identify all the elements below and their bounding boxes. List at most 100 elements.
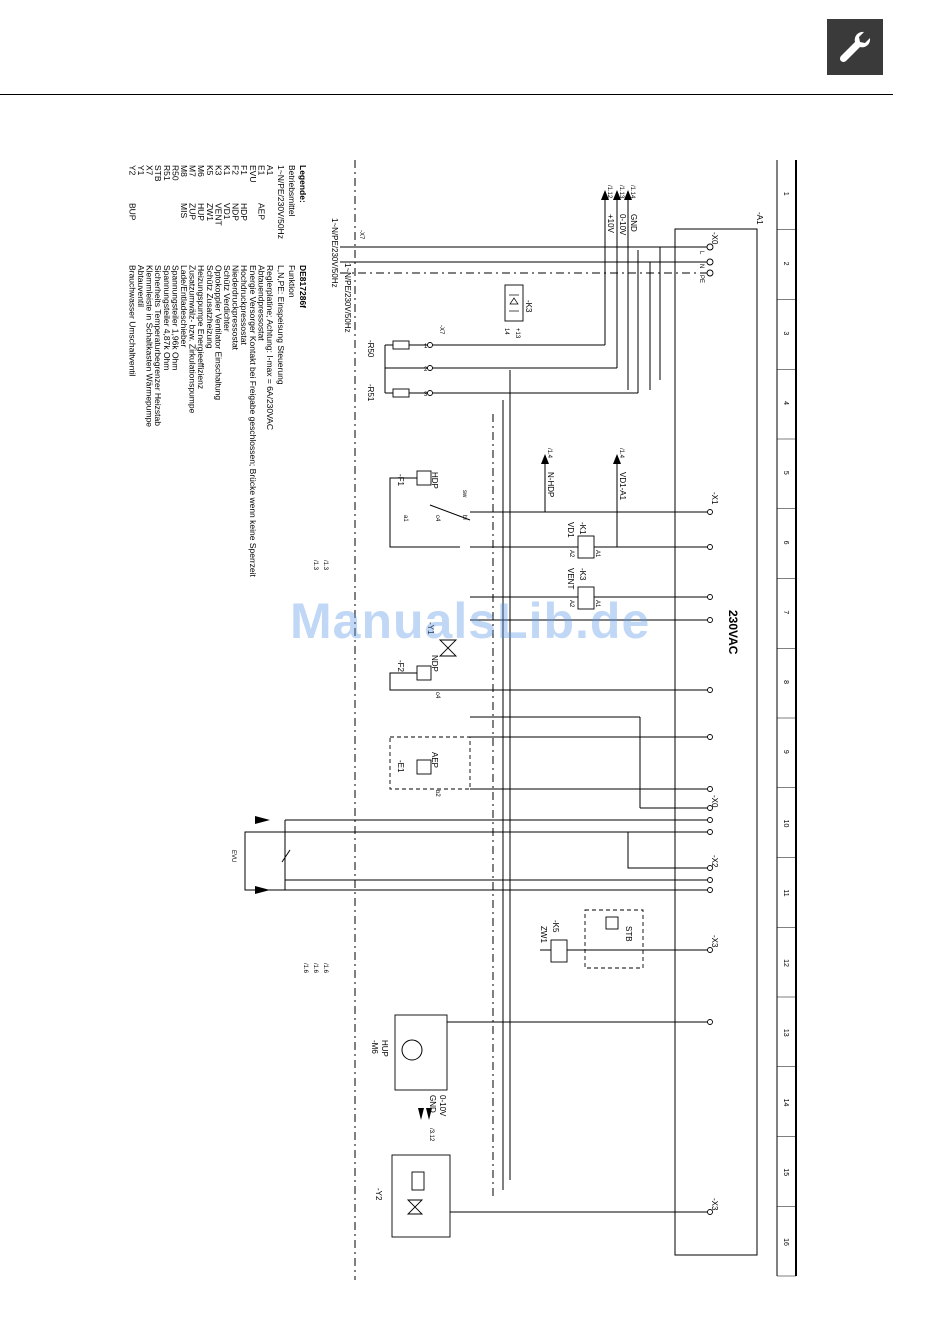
legend-code: EVU bbox=[248, 165, 258, 182]
y1-label: -Y1 bbox=[426, 622, 435, 635]
k1-coil bbox=[577, 535, 595, 559]
k1-ref-a: /1.3 bbox=[322, 560, 328, 571]
v10-label: +10V bbox=[606, 214, 615, 234]
legend-code: R50 bbox=[170, 165, 180, 181]
e1-b2: b2 bbox=[434, 790, 440, 797]
legend-func: Abtauendpressostat bbox=[256, 265, 266, 341]
legend-sub: VENT bbox=[213, 203, 223, 226]
legend-code: F2 bbox=[231, 165, 241, 175]
legend-code: K1 bbox=[222, 165, 232, 176]
column-number: 13 bbox=[782, 1029, 789, 1037]
service-badge bbox=[827, 19, 883, 75]
column-number: 15 bbox=[782, 1168, 789, 1176]
y2-valve-box bbox=[391, 1154, 451, 1238]
f1-func: HDP bbox=[430, 472, 439, 489]
wrench-icon bbox=[839, 31, 871, 63]
watermark: ManualsLib.de bbox=[290, 593, 651, 649]
x0-pin-l: L bbox=[698, 251, 704, 255]
legend-func: Brauchwasser Umschaltventil bbox=[127, 265, 137, 377]
k1-a1: A1 bbox=[594, 550, 600, 558]
legend-sub: BUP bbox=[127, 203, 137, 221]
legend-code: X7 bbox=[145, 165, 155, 176]
supply-label-b: 1~N/PE/230V/50Hz bbox=[343, 263, 352, 333]
v010-arrow bbox=[613, 190, 621, 200]
y2-valve bbox=[406, 1199, 424, 1215]
x0-terminal-n bbox=[706, 258, 714, 266]
legend-sub: ZW1 bbox=[205, 203, 215, 221]
legend-code: F1 bbox=[239, 165, 249, 175]
e1-func: AEP bbox=[430, 752, 439, 768]
a1-frame bbox=[674, 228, 758, 1256]
m6-func: HUP bbox=[380, 1040, 389, 1057]
k1-ref-b: /1.3 bbox=[312, 560, 318, 571]
x7-terminal-2 bbox=[427, 365, 433, 371]
k3-a2: A2 bbox=[568, 600, 574, 608]
r51-label: -R51 bbox=[366, 384, 375, 402]
column-number: 3 bbox=[782, 331, 789, 335]
ref-v010: /1.13 bbox=[618, 185, 624, 199]
m6-010-label: 0-10V bbox=[438, 1095, 447, 1117]
r50-label: -R50 bbox=[366, 340, 375, 358]
legend-sub: AEP bbox=[256, 203, 266, 220]
n-hdp-label: N-HDP bbox=[546, 472, 555, 497]
legend-header-col1: Betriebsmittel bbox=[287, 165, 297, 217]
x0-pin-n: N bbox=[698, 264, 704, 268]
k1-a2: A2 bbox=[568, 550, 574, 558]
x2-label: -X2 bbox=[710, 855, 719, 868]
column-number: 11 bbox=[782, 889, 789, 896]
x0-terminal-l bbox=[706, 243, 714, 251]
x1-label: -X1 bbox=[710, 492, 719, 505]
k5-label: -K5 bbox=[551, 920, 560, 933]
legend-sub: ZUP bbox=[188, 203, 198, 220]
column-number: 12 bbox=[782, 959, 789, 967]
legend-code: STB bbox=[153, 165, 163, 182]
legend-code: K3 bbox=[213, 165, 223, 176]
supply-label-a: 1~N/PE/230V/50Hz bbox=[330, 218, 339, 288]
x7-pin-3: 3 bbox=[424, 392, 428, 398]
x7-terminal-1 bbox=[427, 342, 433, 348]
ref-vd1: /1.4 bbox=[618, 448, 624, 459]
column-number: 10 bbox=[782, 820, 789, 828]
k1-label: -K1 bbox=[578, 522, 587, 535]
column-number: 8 bbox=[782, 680, 789, 684]
evu-arrow-a bbox=[255, 816, 270, 824]
x0-top-label: -X0 bbox=[710, 232, 719, 245]
legend-doc-id: DE817286f bbox=[298, 265, 308, 308]
f1-a1: a1 bbox=[402, 515, 408, 522]
f1-c4: c4 bbox=[434, 515, 440, 522]
frame-label: -A1 bbox=[755, 212, 764, 225]
legend-func: Hochdruckpressostat bbox=[239, 265, 249, 345]
k3-func: VENT bbox=[566, 568, 575, 589]
evu-label: EVU bbox=[230, 850, 236, 862]
x7-terminal-3 bbox=[427, 390, 433, 396]
legend-func: Spannungsteiler 1,96k Ohm bbox=[170, 265, 180, 370]
x7-pin-1: 1 bbox=[424, 344, 428, 350]
k3-a1: A1 bbox=[594, 600, 600, 608]
legend-code: M8 bbox=[179, 165, 189, 177]
legend-code: Y1 bbox=[136, 165, 146, 176]
y1-valve bbox=[438, 639, 458, 657]
legend-func: Heizungspumpe Energieeffizienz bbox=[196, 265, 206, 389]
legend-func: Klemmleiste in Schaltkasten Wärmepumpe bbox=[145, 265, 155, 427]
column-number: 1 bbox=[782, 192, 789, 196]
column-number: 14 bbox=[782, 1099, 789, 1107]
legend-func: Schütz Verdichter bbox=[222, 265, 232, 332]
v10-arrow bbox=[601, 190, 609, 200]
e1-pressostat-box bbox=[416, 759, 432, 775]
f2-func: NDP bbox=[430, 655, 439, 672]
e1-label: -E1 bbox=[396, 760, 405, 773]
legend-code: R51 bbox=[162, 165, 172, 181]
legend-code: M6 bbox=[196, 165, 206, 177]
r51-resistor bbox=[392, 388, 410, 398]
legend-title: Legende: bbox=[298, 165, 308, 203]
k3-optocoupler bbox=[504, 284, 524, 322]
k3-top-label: -K3 bbox=[524, 300, 533, 313]
legend-header-col2: Funktion bbox=[287, 265, 297, 298]
k5-func: ZW1 bbox=[539, 926, 548, 943]
y2-label: -Y2 bbox=[374, 1188, 383, 1201]
evu-arrow-b bbox=[255, 886, 270, 894]
m6-ref: /3.12 bbox=[428, 1128, 434, 1142]
k5-ref-b: /1.6 bbox=[312, 963, 318, 974]
f1-bl: bl bbox=[461, 515, 467, 520]
